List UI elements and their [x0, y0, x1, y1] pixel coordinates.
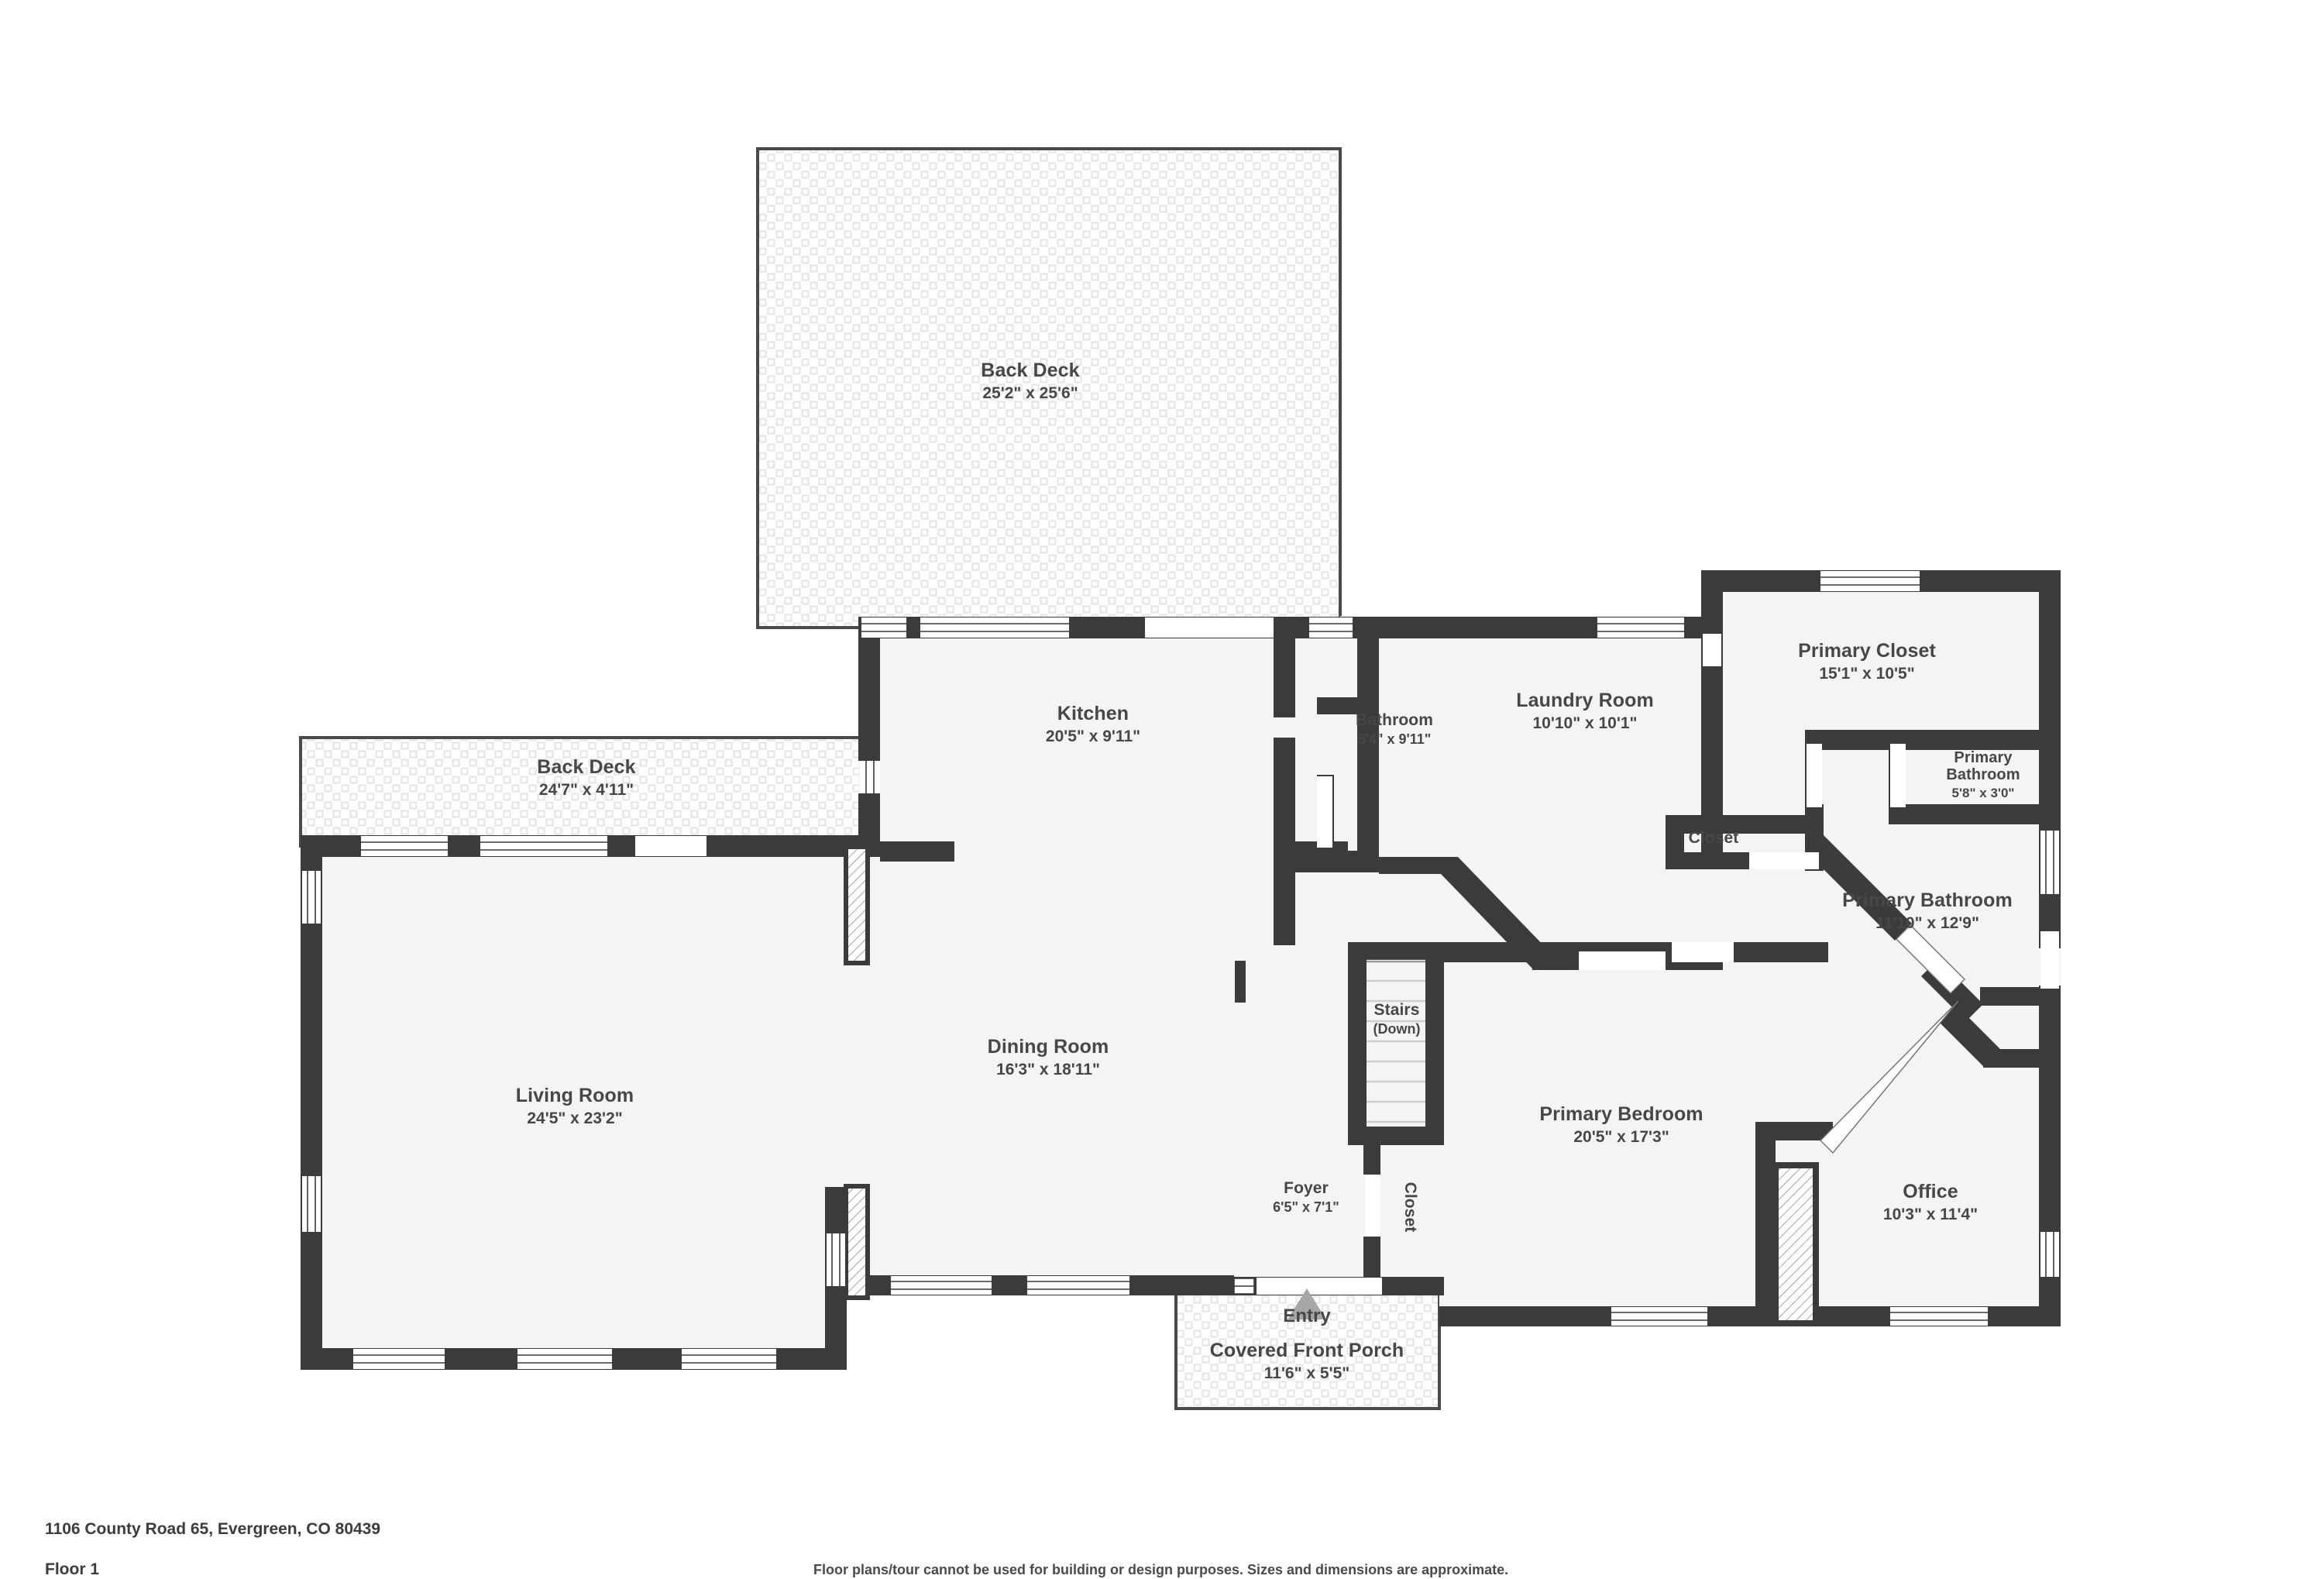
wall-bed-right-top	[1755, 1122, 1833, 1140]
window-dining-bottom-2	[1027, 1276, 1129, 1295]
window-living-top-3	[635, 836, 706, 856]
opening-closet-foyer	[1365, 1175, 1380, 1237]
wall-living-left	[301, 835, 322, 1370]
footer-disclaimer: Floor plans/tour cannot be used for buil…	[813, 1562, 1509, 1577]
window-living-top-1	[361, 836, 448, 856]
window-bath-top	[1309, 617, 1353, 638]
hatched-columns	[844, 845, 1819, 1326]
wall-closet-upper-top	[1666, 815, 1819, 834]
wall-pbath-stub-right	[1980, 987, 2047, 1006]
opening-pcloset-left	[1703, 634, 1721, 666]
window-kitchen-left	[860, 761, 880, 793]
floor-plan-canvas[interactable]	[0, 0, 2324, 1457]
opening-pbathsm-2	[1890, 744, 1906, 807]
wall-pbathsm-bottom	[1889, 804, 2050, 824]
door-handle-front	[1233, 1278, 1255, 1295]
window-office-bottom	[1890, 1307, 1988, 1326]
wall-kitchen-right	[1274, 617, 1295, 717]
window-laundry-top	[1597, 617, 1684, 638]
opening-bed-entry	[1672, 942, 1734, 962]
wall-pcloset-bottom	[1805, 730, 2050, 750]
wall-bed-top-2	[1734, 942, 1828, 962]
wall-porch-top-right	[1380, 1277, 1444, 1295]
opening-pbathsm-1	[1807, 744, 1822, 807]
window-bed-bottom	[1611, 1307, 1707, 1326]
house-interior-fill	[301, 570, 2061, 1370]
wall-bath-bottom	[1295, 851, 1379, 872]
window-living-left-1	[302, 871, 321, 924]
wall-bath-right	[1357, 617, 1379, 872]
window-kitchen-top-2	[920, 617, 1069, 638]
back-deck-left-fill	[301, 738, 874, 846]
window-pbath-right-1	[2040, 831, 2059, 894]
opening-bathroom-side	[1317, 776, 1332, 848]
wall-laundry-diag	[1379, 857, 1549, 968]
wall-stairs-left	[1348, 942, 1367, 1142]
window-office-right	[2040, 1232, 2059, 1277]
wall-dining-stub	[1235, 961, 1246, 1003]
door-front-entry	[1257, 1278, 1382, 1295]
window-kitchen-top-1	[861, 617, 906, 638]
wall-pcloset-left	[1701, 570, 1723, 634]
wall-dining-right	[1274, 863, 1295, 945]
entry-arrow-icon	[1287, 1288, 1326, 1319]
door-swing-pbath-1	[1896, 924, 1965, 994]
wall-pbath-diag-1	[1807, 835, 1912, 941]
window-living-right	[827, 1233, 845, 1286]
footer-floor-label: Floor 1	[45, 1560, 100, 1578]
back-deck-top-fill	[758, 149, 1340, 628]
wall-stairs-right	[1425, 942, 1444, 1145]
wall-bed-bottom	[1439, 1306, 1772, 1326]
window-dining-bottom-1	[891, 1276, 992, 1295]
wall-bath-stub	[1317, 697, 1379, 714]
wall-stairs-bottom	[1348, 1127, 1444, 1145]
opening-laundry-bottom	[1579, 951, 1666, 970]
wall-closet-upper-bottom	[1666, 852, 1749, 869]
wall-bed-right	[1755, 1122, 1776, 1326]
windows	[302, 571, 2059, 1369]
window-kitchen-top-3	[1145, 617, 1274, 638]
window-living-left-2	[302, 1176, 321, 1232]
footer-address: 1106 County Road 65, Evergreen, CO 80439	[45, 1520, 381, 1538]
wall-closet-foyer-left	[1363, 1145, 1380, 1175]
opening-closet-upper	[1749, 852, 1819, 869]
stair-treads	[1367, 959, 1425, 1123]
wall-kitchen-left	[858, 617, 880, 761]
window-living-bottom-3	[682, 1349, 776, 1369]
door-swing-pbath-2	[1820, 1000, 1959, 1154]
wall-pbath-stub-right2	[1983, 1049, 2050, 1068]
window-pcloset-top	[1820, 571, 1920, 591]
window-living-bottom-1	[353, 1349, 445, 1369]
window-living-bottom-2	[517, 1349, 612, 1369]
wall-kitchen-bottom-left	[880, 841, 954, 862]
window-living-top-2	[480, 836, 607, 856]
window-pbath-right-2	[2040, 931, 2059, 989]
